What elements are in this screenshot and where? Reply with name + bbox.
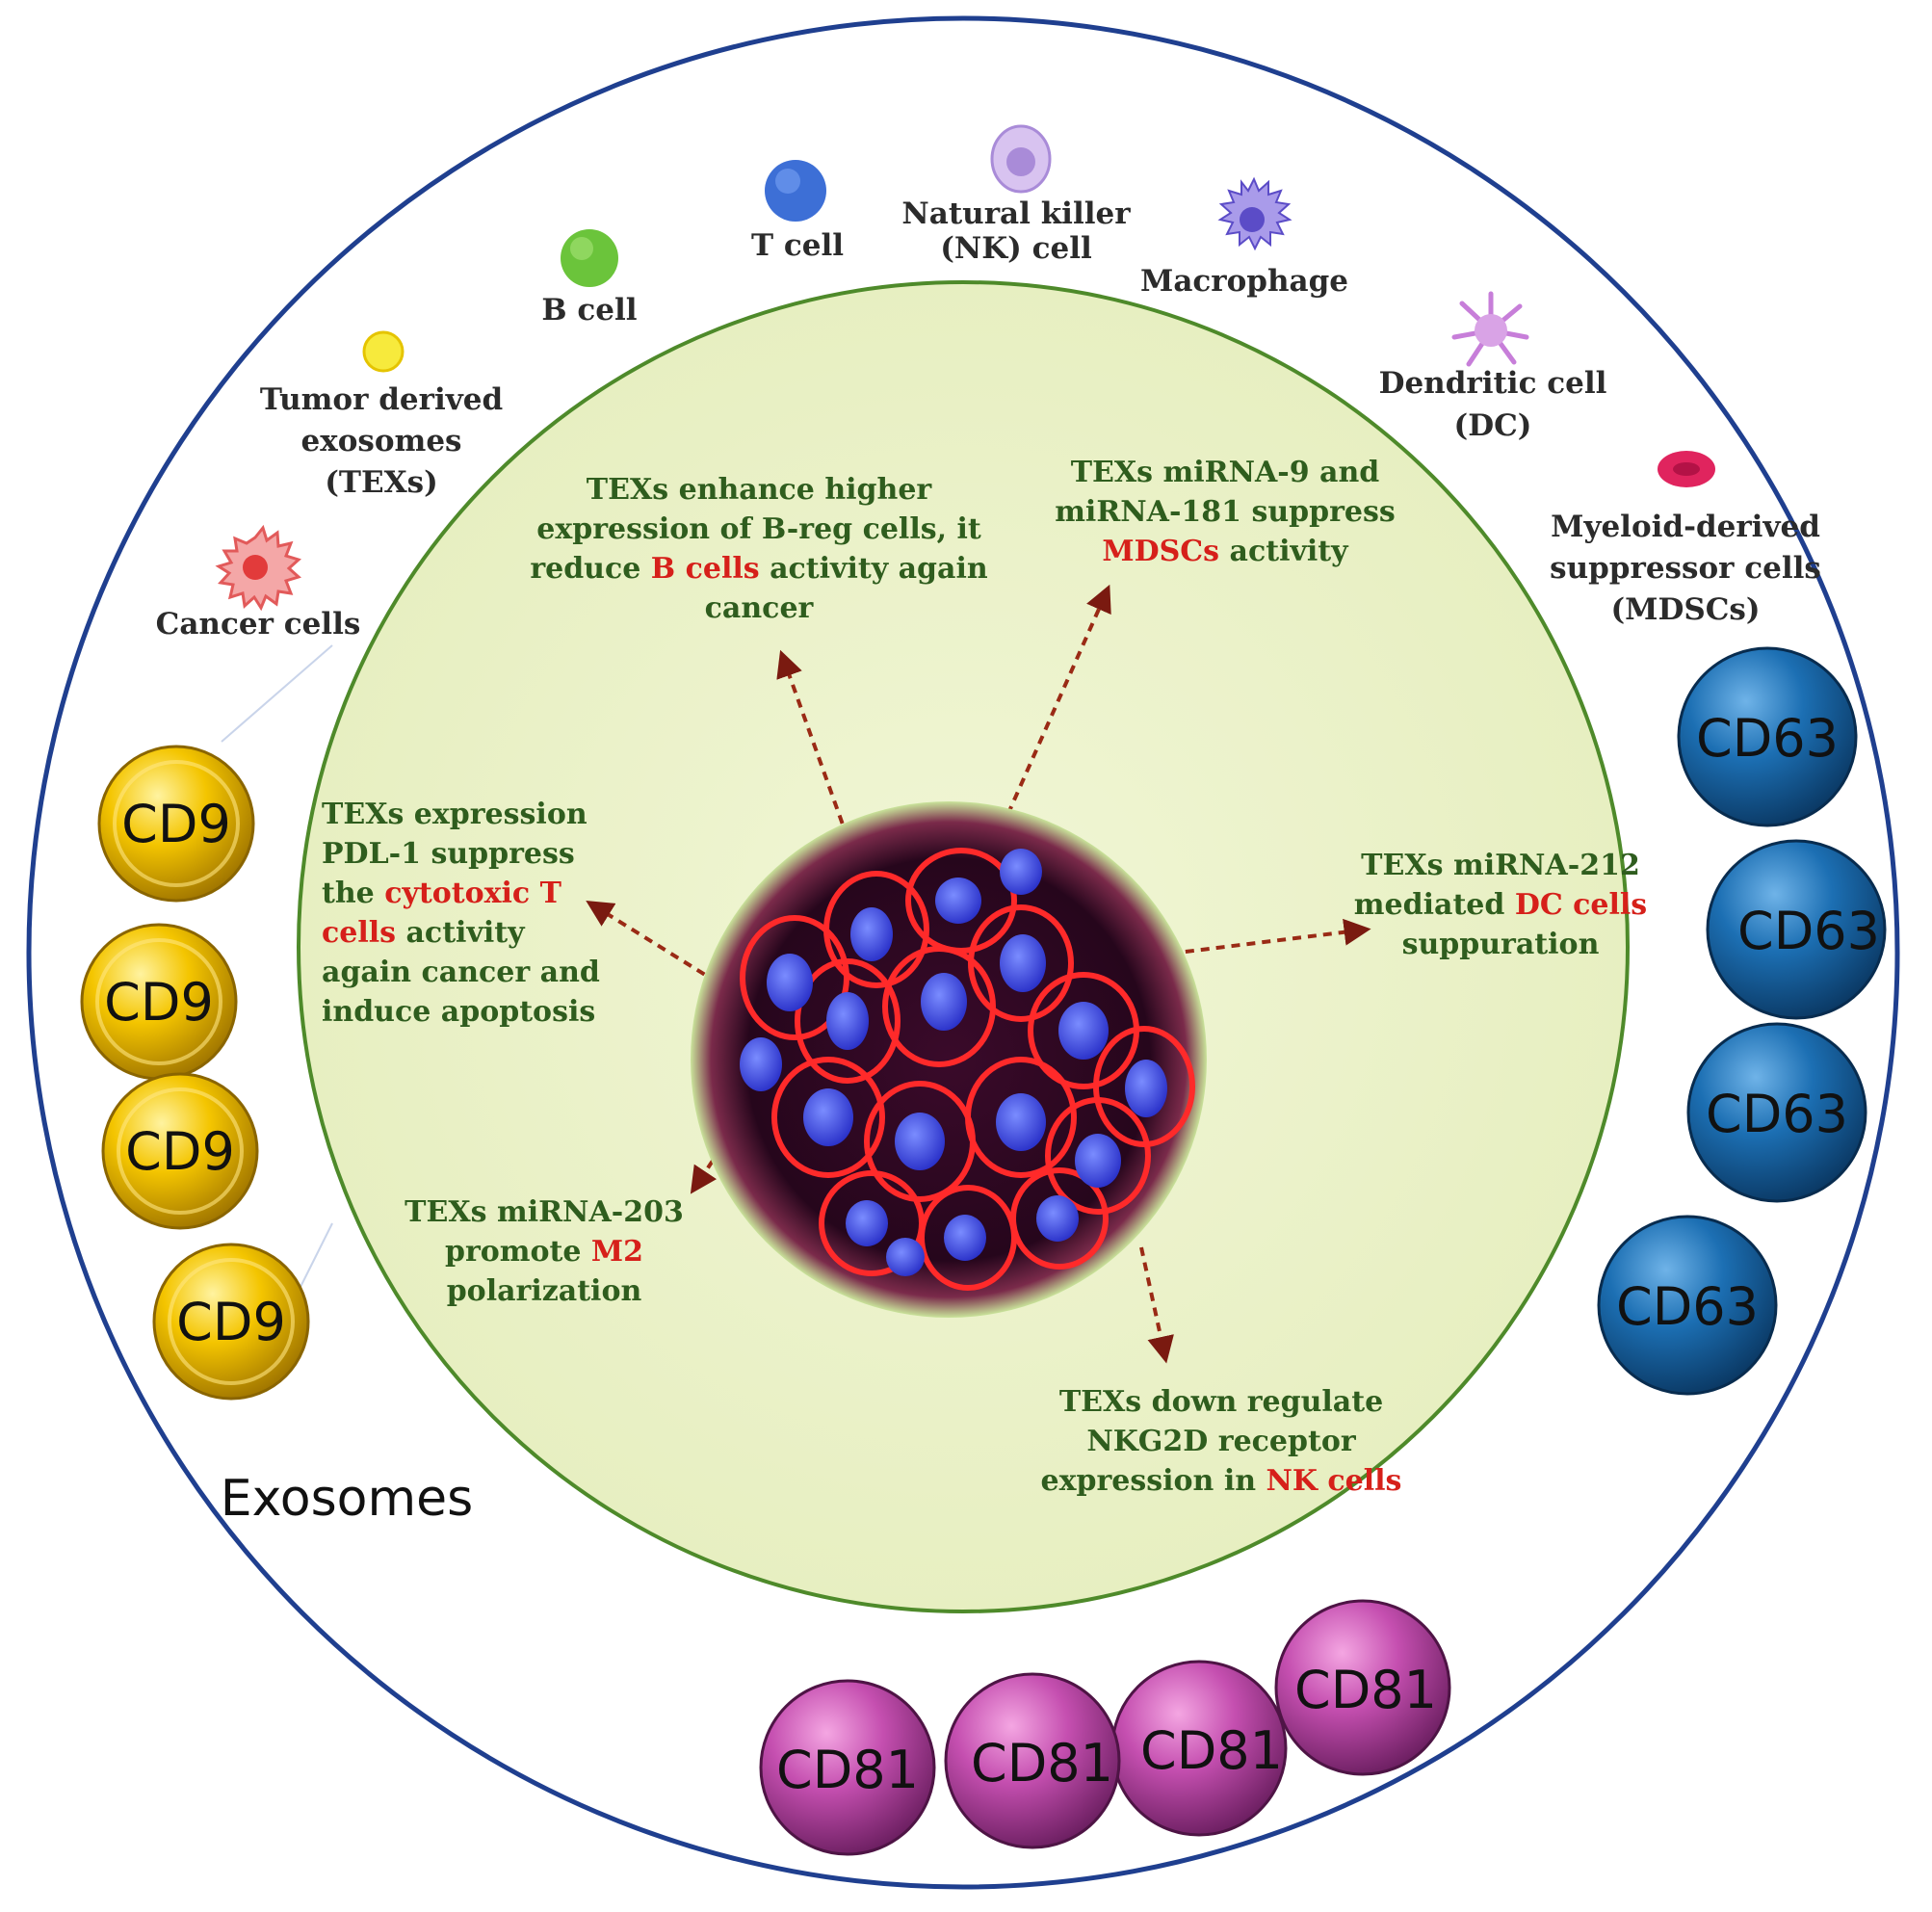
svg-text:CD9: CD9 xyxy=(176,1292,286,1352)
svg-text:CD81: CD81 xyxy=(1140,1720,1283,1781)
svg-text:CD81: CD81 xyxy=(971,1733,1113,1794)
label-mdsc-1: Myeloid-derived xyxy=(1551,510,1820,544)
effect-t-cells-line6: induce apoptosis xyxy=(322,995,595,1029)
svg-text:CD81: CD81 xyxy=(776,1740,919,1800)
effect-b-cells-line3: reduce B cells activity again xyxy=(530,552,988,586)
effect-b-cells-line4: cancer xyxy=(705,591,815,625)
cd9-bead: CD9 xyxy=(80,923,238,1081)
effect-mdsc-line3: MDSCs activity xyxy=(1102,535,1349,568)
effect-dc-line3: suppuration xyxy=(1402,928,1600,961)
effect-b-cells-line2: expression of B-reg cells, it xyxy=(536,512,981,546)
arrow-to-m2 xyxy=(690,1159,718,1194)
nk-cell-icon xyxy=(990,124,1052,194)
exosomes-label: Exosomes xyxy=(221,1470,474,1528)
label-macrophage: Macrophage xyxy=(1140,264,1348,299)
svg-text:CD63: CD63 xyxy=(1616,1276,1759,1337)
cancer-cell-icon xyxy=(215,524,301,612)
tumor-cluster-image xyxy=(691,801,1207,1318)
svg-text:CD63: CD63 xyxy=(1706,1084,1848,1144)
label-mdsc-3: (MDSCs) xyxy=(1610,592,1760,627)
exosome-icon xyxy=(362,330,405,373)
connector-line xyxy=(221,644,333,743)
cd63-bead: CD63 xyxy=(1597,1215,1778,1396)
label-texs-2: exosomes xyxy=(301,424,462,458)
effect-m2-line3: polarization xyxy=(447,1274,642,1308)
t-cell-icon xyxy=(765,160,826,222)
effect-t-cells-line1: TEXs expression xyxy=(322,798,587,831)
label-texs-3: (TEXs) xyxy=(325,465,438,500)
effect-m2-line2: promote M2 xyxy=(445,1235,643,1269)
label-b-cell: B cell xyxy=(541,293,637,327)
mdsc-icon xyxy=(1658,451,1715,487)
cd63-bead: CD63 xyxy=(1706,839,1887,1020)
svg-text:CD63: CD63 xyxy=(1737,901,1880,961)
effect-nk-line2: NKG2D receptor xyxy=(1086,1425,1357,1458)
effect-nk-line1: TEXs down regulate xyxy=(1059,1385,1383,1419)
cd81-bead: CD81 xyxy=(1110,1660,1288,1837)
label-cancer-cells: Cancer cells xyxy=(156,607,361,642)
cd9-bead: CD9 xyxy=(97,745,255,903)
label-t-cell: T cell xyxy=(751,228,844,263)
cd81-bead: CD81 xyxy=(759,1679,936,1856)
effect-t-cells-line3: the cytotoxic T xyxy=(322,877,562,910)
arrow-to-mdsc xyxy=(1000,584,1111,829)
effect-t-cells-line2: PDL-1 suppress xyxy=(322,837,575,871)
label-texs-1: Tumor derived xyxy=(260,382,503,417)
label-nk-cell-1: Natural killer xyxy=(901,196,1131,231)
effect-t-cells-line5: again cancer and xyxy=(322,956,600,989)
effect-dc-line1: TEXs miRNA-212 xyxy=(1361,849,1640,882)
cd9-bead: CD9 xyxy=(152,1243,310,1401)
effect-nk-line3: expression in NK cells xyxy=(1041,1464,1402,1498)
cd81-bead: CD81 xyxy=(944,1672,1121,1849)
svg-text:CD9: CD9 xyxy=(121,794,231,854)
arrow-to-t-cells xyxy=(586,901,719,984)
cd9-bead: CD9 xyxy=(101,1072,259,1230)
svg-text:CD81: CD81 xyxy=(1294,1660,1437,1720)
effect-m2-line1: TEXs miRNA-203 xyxy=(405,1195,684,1229)
effect-mdsc-line1: TEXs miRNA-9 and xyxy=(1071,456,1380,489)
cd81-bead: CD81 xyxy=(1274,1599,1451,1776)
macrophage-icon xyxy=(1217,176,1292,251)
cd63-bead: CD63 xyxy=(1686,1022,1867,1203)
label-dendritic-2: (DC) xyxy=(1454,408,1532,443)
arrow-to-nk xyxy=(1139,1246,1174,1364)
dendritic-cell-icon xyxy=(1451,291,1529,367)
arrow-to-b-cells xyxy=(776,649,849,839)
effect-dc-line2: mediated DC cells xyxy=(1354,888,1647,922)
label-dendritic-1: Dendritic cell xyxy=(1379,366,1607,401)
svg-text:CD63: CD63 xyxy=(1696,708,1839,769)
svg-text:CD9: CD9 xyxy=(125,1121,235,1182)
cd63-bead: CD63 xyxy=(1677,646,1858,827)
arrow-to-dc xyxy=(1169,918,1371,956)
effect-mdsc-line2: miRNA-181 suppress xyxy=(1055,495,1396,529)
svg-text:CD9: CD9 xyxy=(104,972,214,1033)
effect-b-cells-line1: TEXs enhance higher xyxy=(587,473,933,507)
label-mdsc-2: suppressor cells xyxy=(1550,551,1821,586)
effect-t-cells-line4: cells activity xyxy=(322,916,526,950)
label-nk-cell-2: (NK) cell xyxy=(940,231,1092,266)
b-cell-icon xyxy=(561,229,618,287)
